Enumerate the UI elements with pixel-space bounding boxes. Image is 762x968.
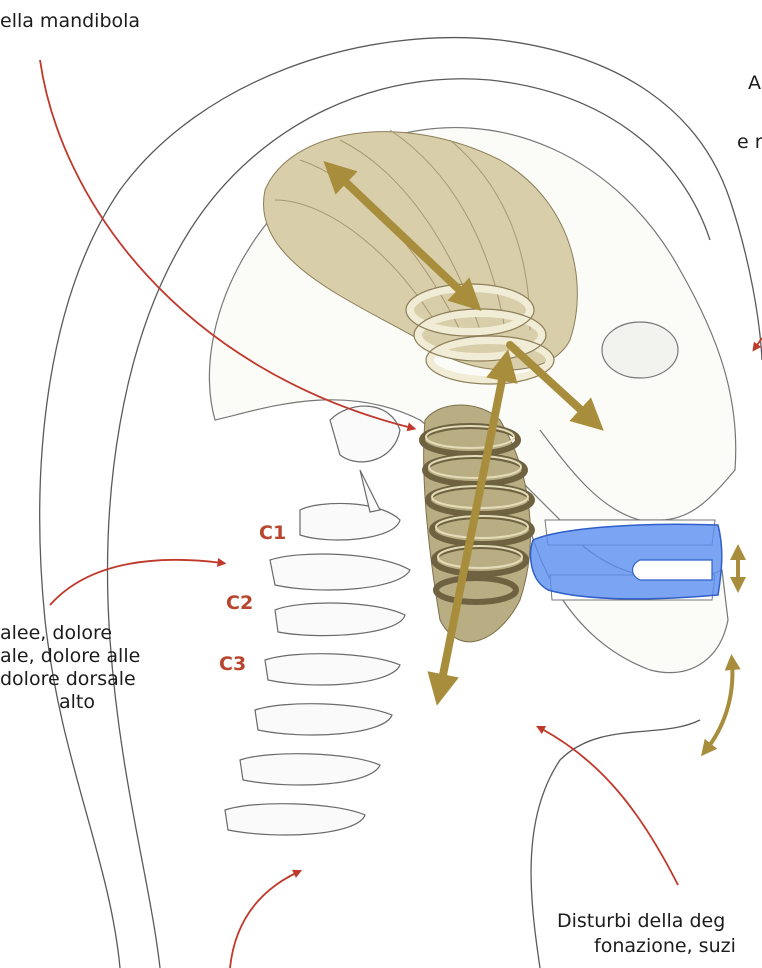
label-left-2: ale, dolore alle	[0, 645, 140, 668]
cervical-spine	[225, 406, 410, 835]
occlusal-splint	[531, 524, 722, 599]
label-top-right-2: e r	[737, 131, 762, 154]
label-left-1: alee, dolore	[0, 622, 112, 645]
label-left-4: alto	[59, 691, 95, 714]
vertebra-label-c3: C3	[219, 653, 246, 675]
vertebra-label-c2: C2	[226, 592, 253, 614]
label-bottom-right-2: fonazione, suzi	[594, 935, 736, 958]
label-left-3: dolore dorsale	[0, 668, 136, 691]
label-bottom-right-1: Disturbi della deg	[557, 910, 725, 933]
vertebra-label-c1: C1	[259, 522, 286, 544]
label-top-right-1: A	[748, 72, 761, 95]
label-top-left: ella mandibola	[0, 10, 140, 33]
